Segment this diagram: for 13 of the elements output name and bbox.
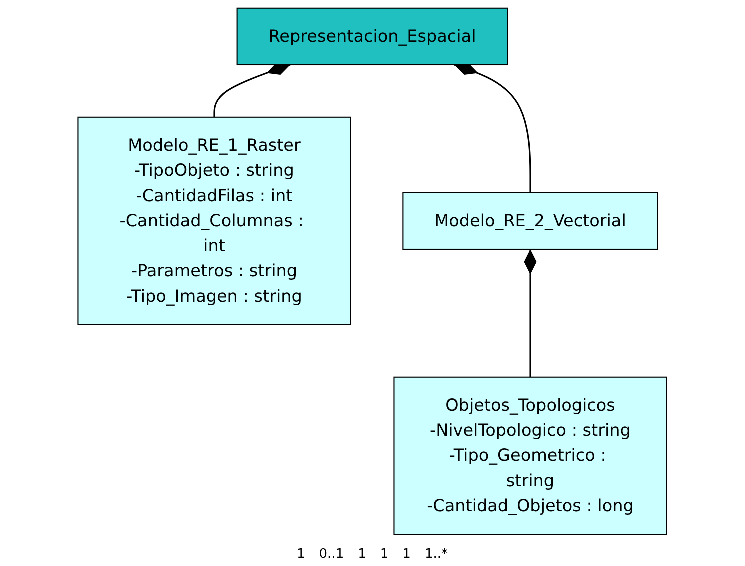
node-box: Objetos_Topologicos -NivelTopologico : string -Tipo_Geometrico : string -Cantidad_Objetos : long (394, 376, 668, 536)
multiplicity-label: 1 (380, 547, 389, 562)
multiplicity-label: 0..1 (319, 547, 344, 562)
node-box: Representacion_Espacial (236, 8, 508, 66)
multiplicity-label: 1 (402, 547, 411, 562)
connector (214, 63, 291, 118)
node-box: Modelo_RE_2_Vectorial (402, 192, 658, 250)
connector (524, 249, 537, 378)
multiplicity-label: 1 (297, 547, 306, 562)
connector (454, 63, 532, 193)
multiplicity-label: 1 (358, 547, 366, 562)
node-box: Modelo_RE_1_Raster -TipoObjeto : string -CantidadFilas : int -Cantidad_Columnas : int -Parametros : string -Tipo_Imagen : string (78, 116, 352, 326)
multiplicity-label: 1..* (424, 547, 448, 562)
